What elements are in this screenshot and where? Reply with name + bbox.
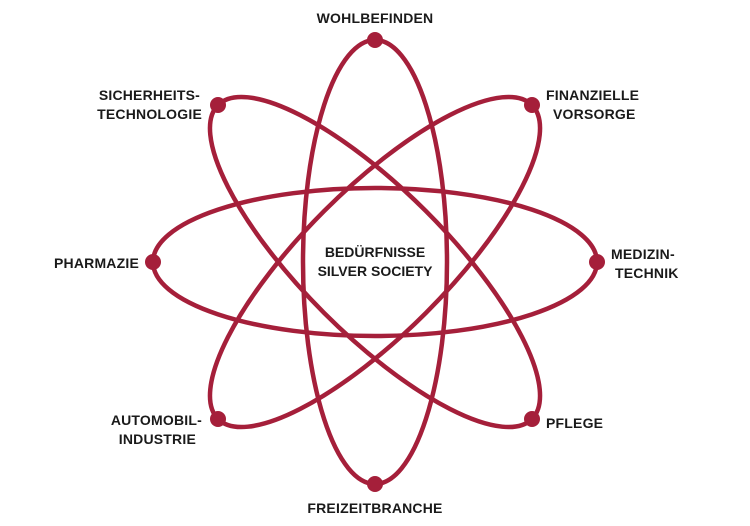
- label-bottom-left-line2: INDUSTRIE: [119, 431, 196, 447]
- label-bottom-left-line1: AUTOMOBIL-: [111, 412, 202, 428]
- label-top-left-line2: TECHNOLOGIE: [97, 106, 202, 122]
- label-right-line1: MEDIZIN-: [611, 246, 675, 262]
- orbit-horizontal: [150, 185, 600, 339]
- node-dot-bottom-right: [524, 411, 540, 427]
- orbit-diagonal-a: [207, 94, 543, 430]
- label-right-line2: TECHNIK: [615, 265, 679, 281]
- label-bottom: FREIZEITBRANCHE: [307, 500, 442, 516]
- orbit-diagonal-b: [207, 94, 543, 430]
- label-left: PHARMAZIE: [54, 255, 139, 271]
- label-top-right-line1: FINANZIELLE: [546, 87, 639, 103]
- label-top-right-line2: VORSORGE: [553, 106, 636, 122]
- center-label-line2: SILVER SOCIETY: [318, 263, 434, 279]
- node-dot-bottom: [367, 476, 383, 492]
- label-top: WOHLBEFINDEN: [317, 10, 434, 26]
- node-dot-right: [589, 254, 605, 270]
- center-label-line1: BEDÜRFNISSE: [325, 244, 425, 260]
- node-dot-top-left: [210, 97, 226, 113]
- orbit-vertical: [300, 37, 450, 487]
- node-dot-top-right: [524, 97, 540, 113]
- node-dot-top: [367, 32, 383, 48]
- node-dot-bottom-left: [210, 411, 226, 427]
- label-bottom-right: PFLEGE: [546, 415, 603, 431]
- node-dot-left: [145, 254, 161, 270]
- label-top-left-line1: SICHERHEITS-: [99, 87, 200, 103]
